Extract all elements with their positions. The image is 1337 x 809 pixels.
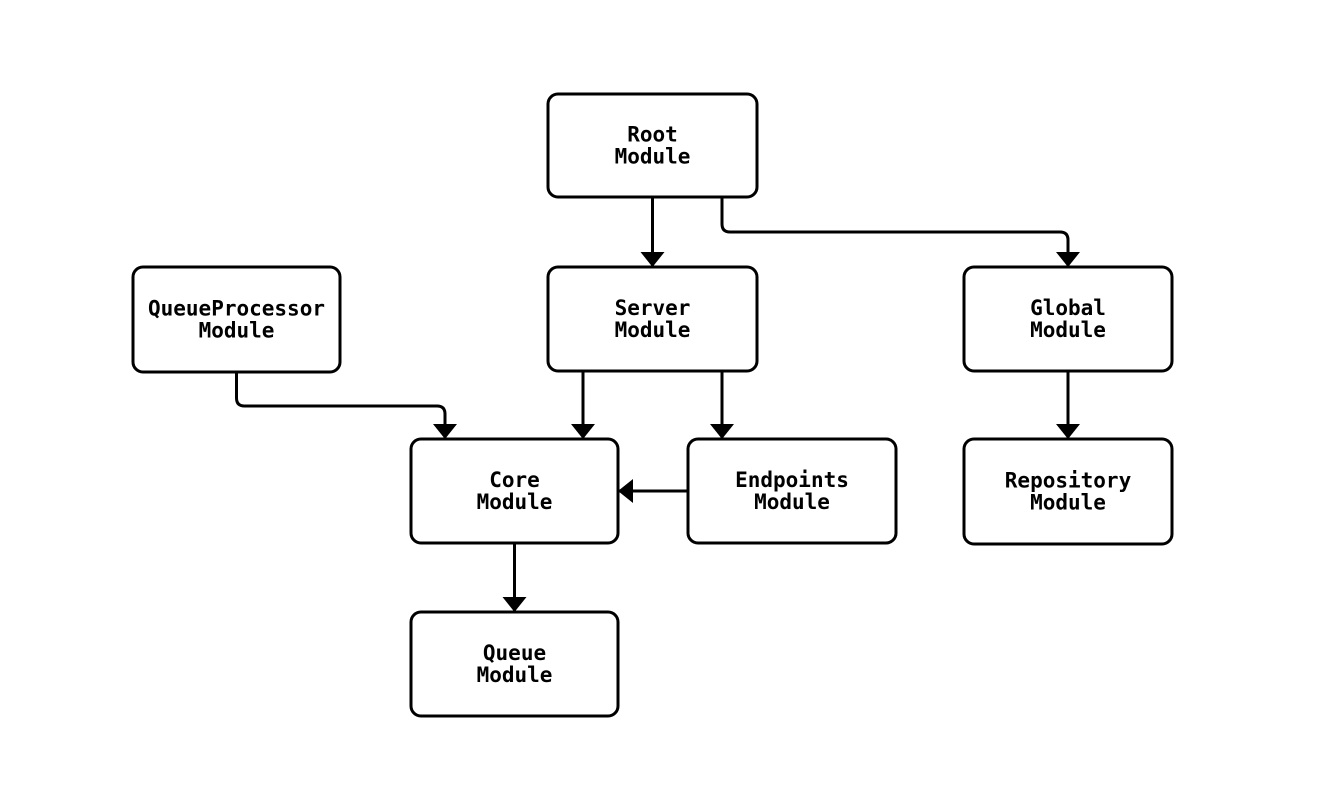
node-global-module-label-line2: Module	[1030, 318, 1106, 342]
node-queue-module: Queue Module	[409, 610, 620, 718]
node-core-module-label-line2: Module	[477, 490, 553, 514]
node-server-module-box	[546, 265, 759, 373]
node-queueprocessor-module: QueueProcessor Module	[131, 265, 342, 374]
edges	[235, 197, 1080, 612]
node-endpoints-module-box	[686, 437, 898, 545]
node-repository-module-box	[962, 437, 1174, 546]
node-server-module-label-line2: Module	[615, 318, 691, 342]
node-global-module-label-line1: Global	[1030, 296, 1106, 320]
node-root-module-label-line2: Module	[615, 145, 691, 169]
node-core-module: Core Module	[409, 437, 620, 545]
node-queueprocessor-module-label-line1: QueueProcessor	[148, 297, 325, 321]
node-queue-module-label-line2: Module	[477, 663, 553, 687]
node-server-module-label-line1: Server	[615, 296, 691, 320]
edge-queueprocessor-to-core	[235, 372, 457, 439]
node-queue-module-label-line1: Queue	[483, 641, 546, 665]
node-global-module-box	[962, 265, 1174, 373]
node-endpoints-module-label-line2: Module	[754, 490, 830, 514]
node-repository-module: Repository Module	[962, 437, 1174, 546]
node-queueprocessor-module-label-line2: Module	[199, 319, 275, 343]
node-root-module-box	[546, 92, 759, 199]
node-queueprocessor-module-box	[131, 265, 342, 374]
node-core-module-label-line1: Core	[489, 468, 540, 492]
node-server-module: Server Module	[546, 265, 759, 373]
node-endpoints-module-label-line1: Endpoints	[735, 468, 849, 492]
node-repository-module-label-line1: Repository	[1005, 469, 1132, 493]
node-root-module-label-line1: Root	[627, 123, 678, 147]
node-core-module-box	[409, 437, 620, 545]
node-endpoints-module: Endpoints Module	[686, 437, 898, 545]
edge-root-to-global	[720, 197, 1080, 267]
node-queue-module-box	[409, 610, 620, 718]
node-global-module: Global Module	[962, 265, 1174, 373]
node-repository-module-label-line2: Module	[1030, 491, 1106, 515]
node-root-module: Root Module	[546, 92, 759, 199]
